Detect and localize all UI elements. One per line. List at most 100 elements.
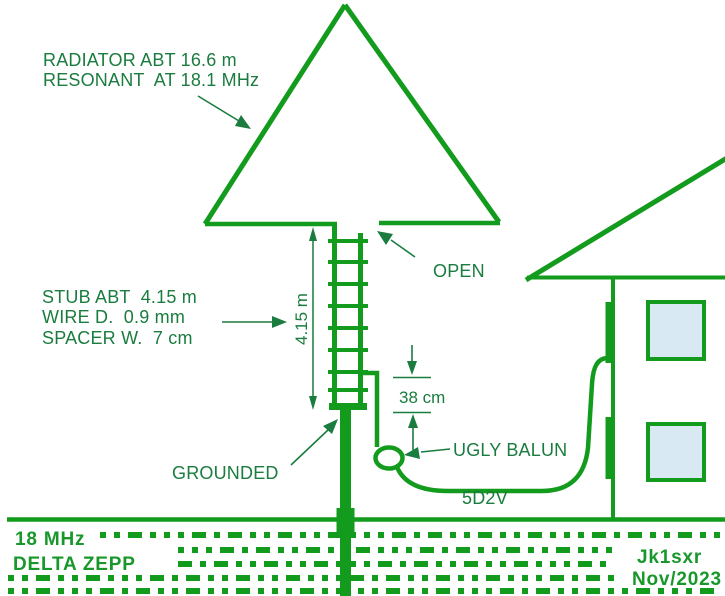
hatch-dash [336,561,342,567]
hatch-dash [350,575,364,581]
hatch-dash [550,532,556,538]
hatch-dash [486,575,500,581]
hatch-dash [428,532,442,538]
hatch-dash [542,547,548,553]
hatch-dash [528,547,534,553]
hatch-dash [150,575,164,581]
hatch-dash [386,575,400,581]
stub-spacers [328,239,368,392]
hatch-dash [228,532,242,538]
hatch-dash [700,588,714,594]
hatch-dash [672,588,678,594]
hatch-dash [458,575,464,581]
hatch-dash [450,532,456,538]
dimension-arrow-down-icon [309,396,317,410]
open-label: OPEN [433,261,485,281]
hatch-dash [578,532,584,538]
hatch-dash [686,588,692,594]
hatch-dash [500,588,514,594]
wall-coax-bracket-lower [605,417,611,479]
hatch-dash [172,575,178,581]
hatch-dash [522,575,528,581]
stub-arrow-head-icon [272,316,287,328]
hatch-dash [178,547,184,553]
hatch-dash [256,547,270,553]
hatch-dash [72,575,78,581]
hatch-dash [58,575,64,581]
balun-arrow-head-icon [404,447,420,459]
hatch-dash [86,575,100,581]
hatch-dash [522,588,528,594]
hatch-dash [436,561,442,567]
dimension-arrow-up-icon [309,227,317,241]
hatch-dash [550,575,564,581]
hatch-dash [586,588,600,594]
hatch-dash [206,547,212,553]
hatch-dash [272,575,278,581]
hatch-dash [406,547,412,553]
hatch-dash [192,547,198,553]
hatch-dash [86,588,92,594]
ground-hatch [8,532,720,594]
hatch-dash [564,532,570,538]
coax-run [394,355,609,494]
hatch-dash [436,575,450,581]
stub-length-dimension [309,227,317,410]
radiator-arrow-head-icon [235,115,251,129]
hatch-dash [436,588,450,594]
hatch-dash [350,561,356,567]
hatch-dash [650,532,656,538]
hatch-dash [608,575,614,581]
hatch-dash [36,588,50,594]
hatch-dash [408,588,414,594]
hatch-dash [464,561,478,567]
hatch-dash [514,532,520,538]
hatch-dash [300,561,306,567]
hatch-dash [614,532,620,538]
hatch-dash [420,547,434,553]
coax-type-label: 5D2V [462,488,508,508]
tap-offset-value: 38 cm [399,388,445,407]
hatch-dash [528,532,542,538]
hatch-dash [386,588,400,594]
hatch-dash [172,588,178,594]
date-text: Nov/2023 [632,569,722,590]
hatch-dash [700,532,706,538]
ugly-balun-coil [373,445,405,471]
hatch-dash [150,532,156,538]
hatch-dash [364,532,370,538]
hatch-dash [186,575,200,581]
hatch-dash [378,532,384,538]
grounded-arrow-head-icon [323,419,338,434]
hatch-dash [136,588,150,594]
hatch-dash [492,547,498,553]
hatch-dash [222,588,228,594]
hatch-dash [128,532,142,538]
hatch-dash [208,575,214,581]
hatch-dash [422,575,428,581]
hatch-dash [122,575,128,581]
hatch-dash [336,575,342,581]
stub-label-line3: SPACER W. 7 cm [42,328,193,348]
hatch-dash [442,547,448,553]
hatch-dash [606,547,612,553]
tap-dim-arrow-down-icon [407,361,417,375]
ugly-balun-label: UGLY BALUN [453,440,567,460]
hatch-dash [114,532,120,538]
hatch-dash [378,561,392,567]
hatch-dash [414,561,428,567]
hatch-dash [472,588,478,594]
hatch-dash [300,532,306,538]
hatch-dash [414,532,420,538]
hatch-dash [392,532,406,538]
wall-coax-bracket-upper [605,302,611,363]
hatch-dash [578,561,592,567]
open-arrow-line [390,239,416,258]
radiator-label-line2: RESONANT AT 18.1 MHz [43,70,259,90]
grounded-label: GROUNDED [172,463,279,483]
hatch-dash [622,588,628,594]
house-window-upper [646,300,706,361]
hatch-dash [292,547,298,553]
hatch-dash [322,575,328,581]
hatch-dash [364,561,370,567]
